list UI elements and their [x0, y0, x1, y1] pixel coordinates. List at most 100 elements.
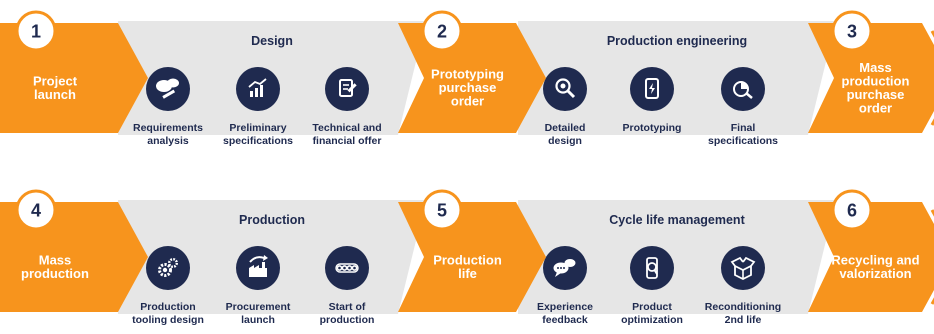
step-circle [146, 246, 190, 290]
pen [347, 83, 357, 93]
milestone-label-line: production [21, 266, 89, 281]
milestone-label-line: order [859, 100, 892, 115]
phase-band [518, 200, 836, 314]
step-label-line: specifications [708, 135, 778, 147]
milestone-label-line: Prototyping [431, 67, 504, 82]
step-label-line: Start of [329, 301, 366, 313]
handle [745, 92, 753, 99]
step-label-line: Preliminary [229, 122, 286, 134]
milestone-number: 2 [437, 22, 447, 42]
step-label-line: analysis [147, 135, 189, 147]
milestone-label-line: purchase [439, 80, 497, 95]
milestone-label-line: Production [433, 252, 502, 267]
production-line-icon [335, 263, 359, 273]
pie-chart-specs-icon [733, 81, 753, 99]
step-label-line: 2nd life [725, 314, 762, 326]
step-label-line: Prototyping [623, 122, 682, 134]
prototype-device-icon [645, 78, 659, 99]
phase-title: Cycle life management [609, 213, 745, 227]
milestone-label-line: life [458, 266, 477, 281]
milestone-badge [831, 189, 873, 231]
roller [341, 265, 348, 271]
milestone-arrow [398, 202, 546, 312]
gear [158, 263, 172, 277]
phase-title: Production [239, 213, 305, 227]
milestone-number: 6 [847, 201, 857, 221]
milestone-label-line: Project [33, 73, 78, 88]
process-step: Prototyping [623, 67, 682, 134]
step-label-line: Procurement [226, 301, 291, 313]
milestone-number: 1 [31, 22, 41, 42]
milestone-label-line: purchase [847, 87, 905, 102]
box-flaps [730, 256, 756, 267]
speech-bubbles-icon [553, 259, 576, 277]
step-label-line: financial offer [313, 135, 382, 147]
dot [560, 267, 562, 269]
phase-band [518, 21, 836, 135]
open-box-icon [730, 256, 756, 281]
milestone-label-line: production [842, 73, 910, 88]
milestone-number: 5 [437, 201, 447, 221]
product [646, 257, 658, 279]
factory-arrow-icon [249, 255, 268, 277]
roller [336, 265, 343, 271]
lens [555, 78, 571, 94]
phase-title: Production engineering [607, 34, 747, 48]
roller [351, 265, 358, 271]
gear-hub [162, 267, 168, 273]
milestone-label-line: Recycling and [831, 252, 919, 267]
bar [260, 85, 263, 97]
dot [563, 267, 565, 269]
handle [653, 269, 658, 275]
magnifier-product-icon [646, 257, 658, 279]
milestone-label-line: valorization [839, 266, 911, 281]
step-circle [543, 67, 587, 111]
bubble-tail [555, 272, 561, 277]
gear [168, 257, 178, 268]
step-label: Prototyping [623, 122, 682, 134]
step-label-line: feedback [542, 314, 588, 326]
gears-icon [158, 257, 178, 277]
milestone-label-line: Mass [859, 60, 892, 75]
phase-title: Design [251, 34, 293, 48]
bar [255, 88, 258, 97]
step-label-line: Detailed [545, 122, 586, 134]
milestone-badge [15, 189, 57, 231]
chat-pencil-icon [156, 78, 179, 99]
step-label-line: optimization [621, 314, 683, 326]
milestone-number: 3 [847, 22, 857, 42]
step-label-line: Final [731, 122, 756, 134]
trend-line [248, 78, 267, 88]
step-label-line: Production [140, 301, 195, 313]
arrow [249, 256, 265, 263]
gear-dot [560, 83, 566, 89]
milestone-badge [421, 10, 463, 52]
step-label-line: tooling design [132, 314, 204, 326]
milestone-label-line: Mass [39, 252, 72, 267]
milestone-label-line: order [451, 94, 484, 109]
step-label-line: design [548, 135, 582, 147]
